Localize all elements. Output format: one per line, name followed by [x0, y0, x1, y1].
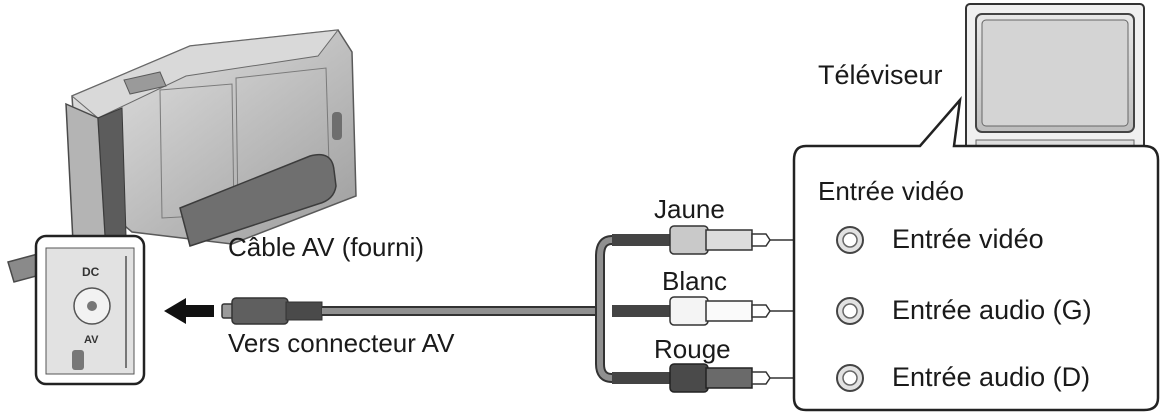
connector-label: Vers connecteur AV [228, 328, 455, 358]
rouge-label: Rouge [654, 334, 731, 364]
rca-plug-jaune [612, 225, 838, 255]
camcorder-connector-zoom: DC AV [34, 234, 146, 386]
jack-audio-d [836, 364, 864, 392]
av-cable [221, 235, 613, 383]
input-audio-g-label: Entrée audio (G) [892, 295, 1092, 325]
jack-audio-g [836, 297, 864, 325]
jack-video [836, 226, 864, 254]
blanc-label: Blanc [662, 266, 728, 296]
camcorder [7, 29, 357, 283]
tv-label: Téléviseur [818, 60, 943, 90]
av-label: AV [84, 334, 99, 346]
dc-label: DC [82, 265, 100, 279]
direction-arrow [164, 298, 214, 324]
television [965, 3, 1145, 165]
cable-label: Câble AV (fourni) [228, 232, 425, 262]
input-audio-d-label: Entrée audio (D) [892, 362, 1091, 392]
rca-plug-rouge [612, 363, 838, 393]
panel-title: Entrée vidéo [818, 176, 964, 206]
jaune-label: Jaune [654, 194, 725, 224]
tv-input-panel [792, 96, 1160, 412]
input-video-label: Entrée vidéo [892, 224, 1044, 254]
rca-plug-blanc [612, 296, 838, 326]
